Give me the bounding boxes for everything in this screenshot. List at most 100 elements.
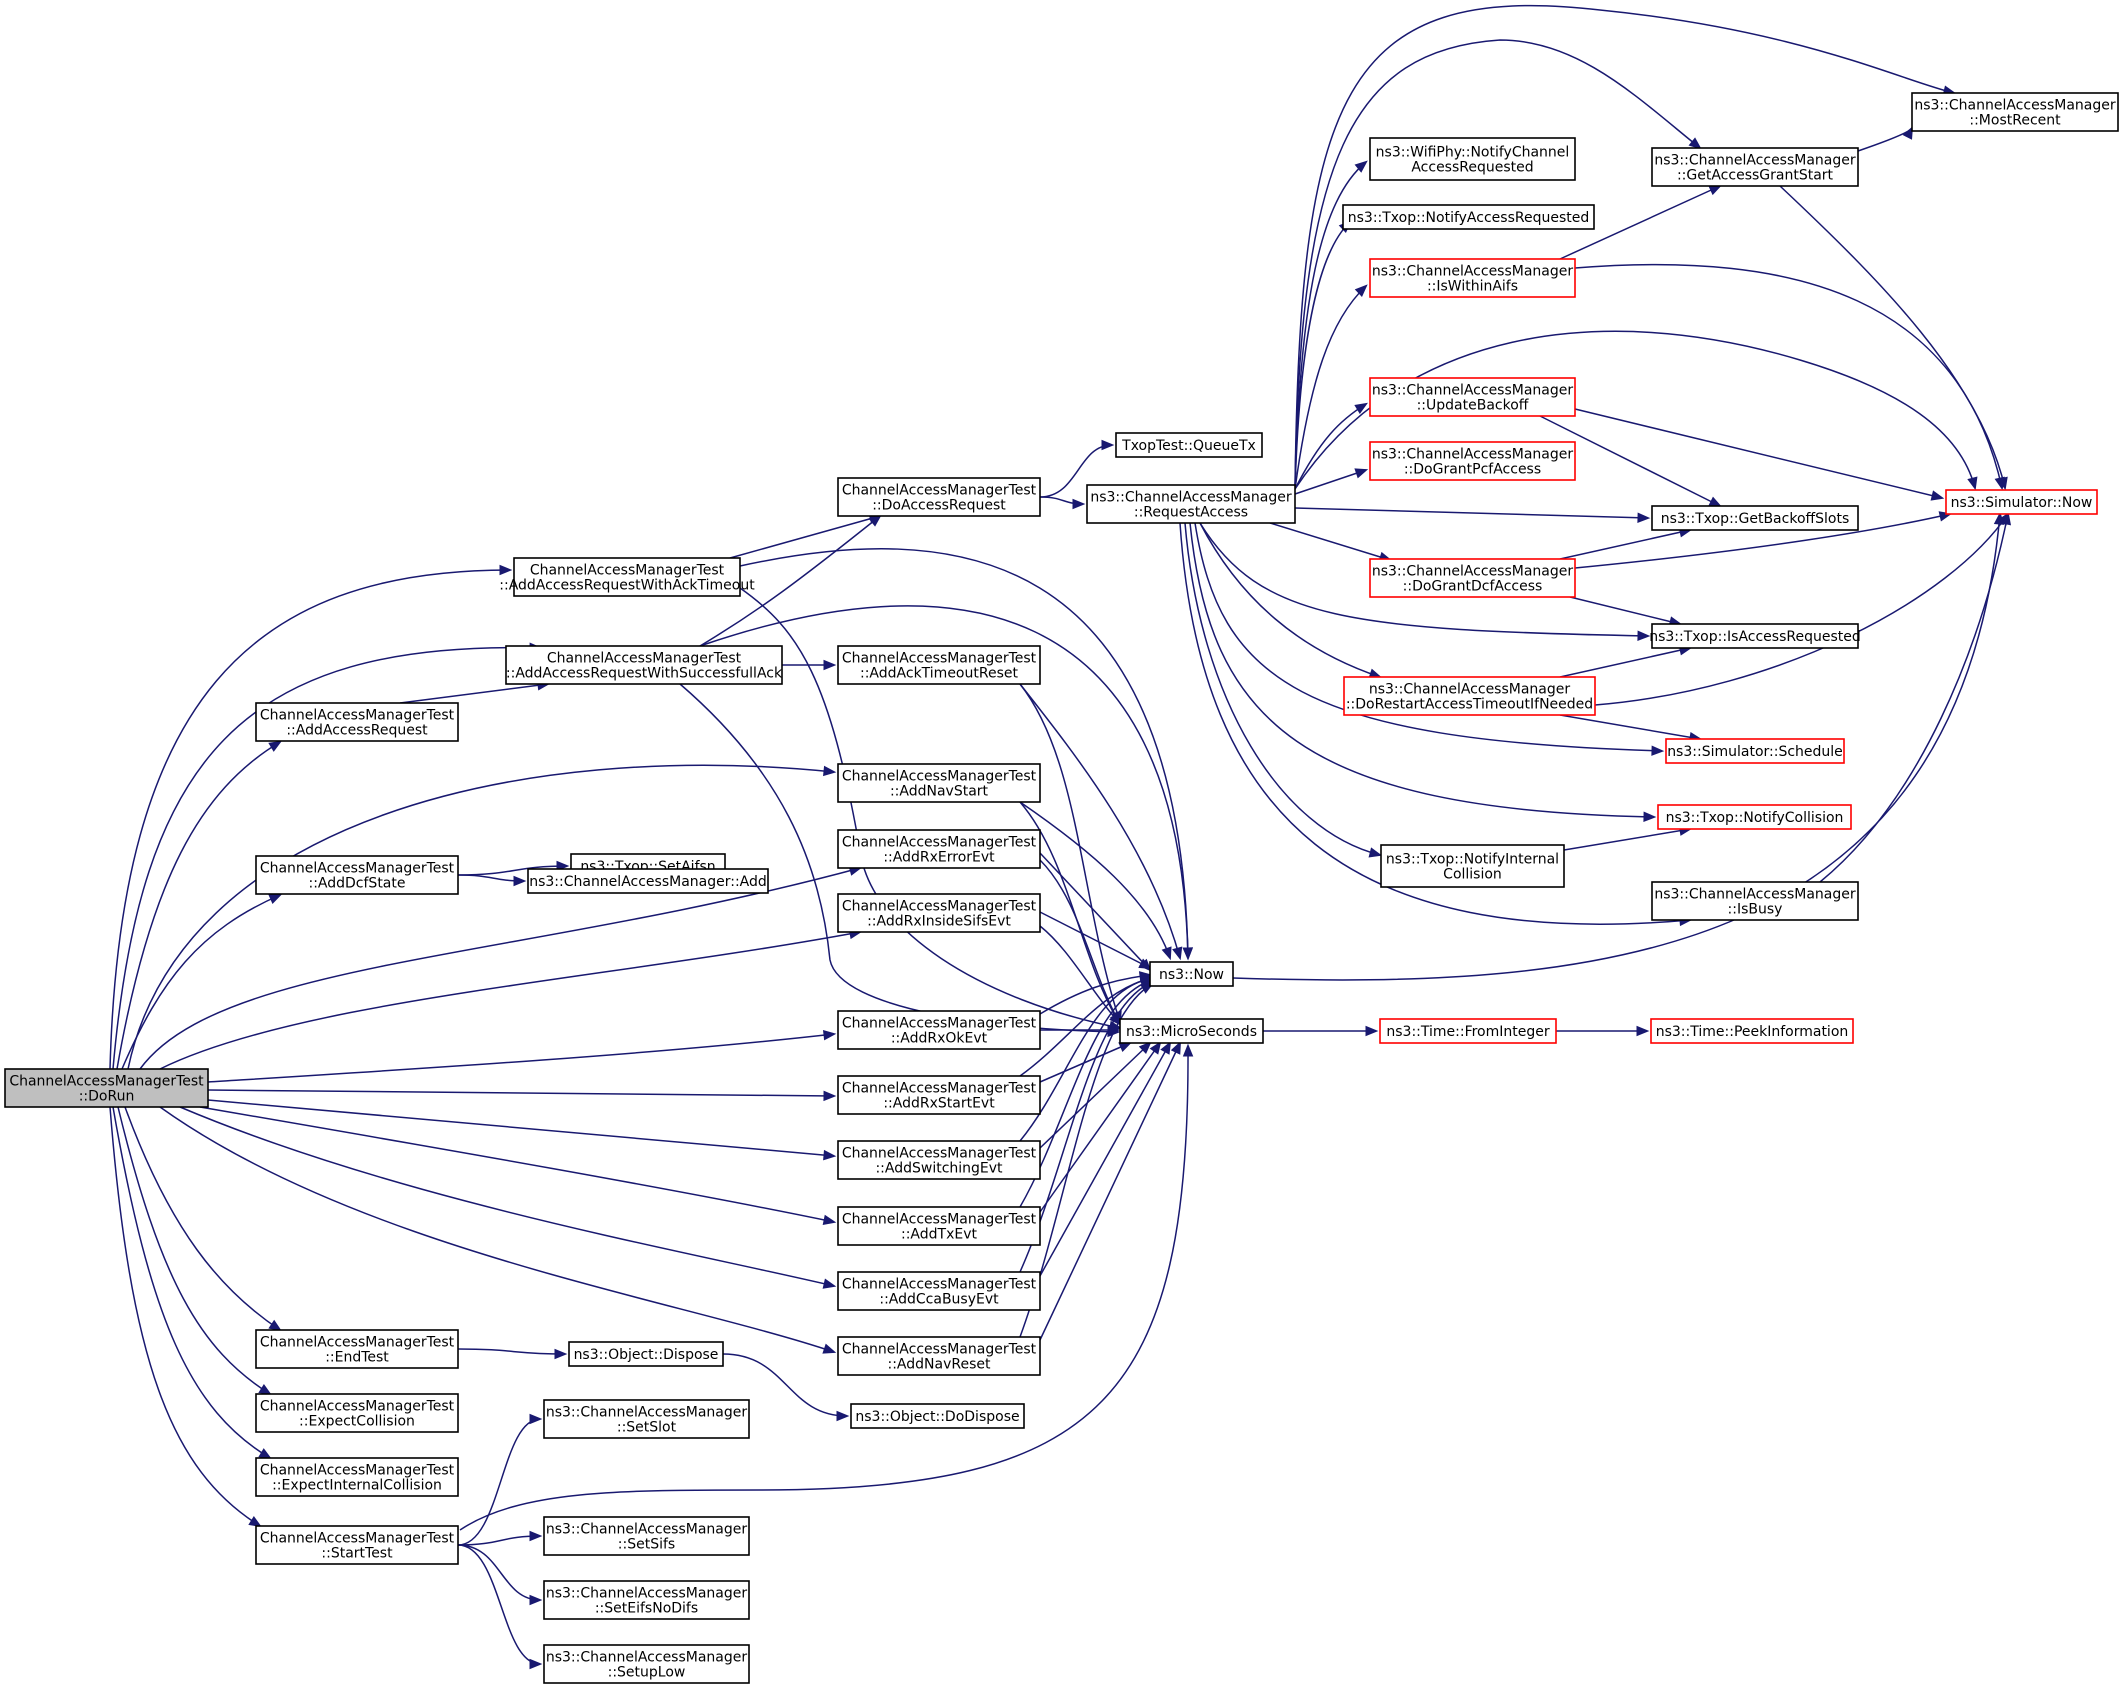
call-edge	[457, 1530, 543, 1546]
node-label-line: ns3::ChannelAccessManager	[546, 1586, 748, 1602]
node-do-access-request[interactable]: ChannelAccessManagerTest::DoAccessReques…	[837, 477, 1041, 517]
node-now[interactable]: ns3::Now	[1149, 961, 1234, 987]
node-label-line: ::UpdateBackoff	[1417, 398, 1529, 414]
node-set-slot[interactable]: ns3::ChannelAccessManager::SetSlot	[543, 1399, 750, 1439]
node-setup-low[interactable]: ns3::ChannelAccessManager::SetupLow	[543, 1644, 750, 1684]
node-notify-access-requested[interactable]: ns3::Txop::NotifyAccessRequested	[1342, 204, 1595, 230]
node-queue-tx[interactable]: TxopTest::QueueTx	[1115, 432, 1263, 458]
node-update-backoff[interactable]: ns3::ChannelAccessManager::UpdateBackoff	[1369, 377, 1576, 417]
node-peek-information[interactable]: ns3::Time::PeekInformation	[1650, 1018, 1854, 1044]
node-get-access-grant-start[interactable]: ns3::ChannelAccessManager::GetAccessGran…	[1651, 147, 1859, 187]
node-add-rx-start-evt[interactable]: ChannelAccessManagerTest::AddRxStartEvt	[837, 1075, 1041, 1115]
arrowhead	[822, 1343, 837, 1354]
node-cam-add[interactable]: ns3::ChannelAccessManager::Add	[527, 868, 769, 894]
call-edge	[1019, 683, 1183, 961]
node-label-line: ChannelAccessManagerTest	[260, 1463, 455, 1479]
arrowhead	[1182, 1043, 1194, 1057]
node-label-line: ns3::Time::PeekInformation	[1656, 1024, 1849, 1040]
arrowhead	[1172, 946, 1183, 961]
node-label-line: ChannelAccessManagerTest	[260, 1531, 455, 1547]
node-sim-now[interactable]: ns3::Simulator::Now	[1945, 489, 2098, 515]
node-from-integer[interactable]: ns3::Time::FromInteger	[1379, 1018, 1557, 1044]
node-label-line: ::AddDcfState	[308, 876, 405, 892]
node-add-rx-error-evt[interactable]: ChannelAccessManagerTest::AddRxErrorEvt	[837, 829, 1041, 869]
call-edge	[1574, 263, 2005, 491]
call-edge	[1559, 527, 1693, 560]
node-sim-schedule[interactable]: ns3::Simulator::Schedule	[1665, 738, 1845, 764]
node-label-line: ns3::ChannelAccessManager	[1654, 887, 1856, 903]
node-label-line: ChannelAccessManagerTest	[842, 1146, 1037, 1162]
call-edge	[1594, 512, 2010, 706]
arrowhead	[1636, 1025, 1650, 1037]
node-label-line: ::IsBusy	[1728, 902, 1783, 918]
node-label-line: ::MostRecent	[1969, 113, 2061, 129]
node-request-access[interactable]: ns3::ChannelAccessManager::RequestAccess	[1086, 484, 1296, 524]
call-edge	[1019, 801, 1172, 961]
call-edge	[1294, 468, 1369, 495]
call-edge	[1039, 852, 1152, 972]
node-add-ack-timeout-reset[interactable]: ChannelAccessManagerTest::AddAckTimeoutR…	[837, 645, 1041, 685]
node-label-line: ::SetSifs	[618, 1537, 675, 1553]
node-get-backoff-slots[interactable]: ns3::Txop::GetBackoffSlots	[1651, 505, 1859, 531]
node-add-switching-evt[interactable]: ChannelAccessManagerTest::AddSwitchingEv…	[837, 1140, 1041, 1180]
node-start-test[interactable]: ChannelAccessManagerTest::StartTest	[255, 1525, 459, 1565]
node-label-line: ::DoAccessRequest	[872, 498, 1006, 514]
call-edge	[1232, 511, 2005, 981]
node-label-line: ::AddNavStart	[890, 784, 989, 800]
node-is-busy[interactable]: ns3::ChannelAccessManager::IsBusy	[1651, 881, 1859, 921]
arrowhead	[248, 1515, 262, 1528]
node-label-line: ns3::ChannelAccessManager	[1372, 383, 1574, 399]
node-add-tx-evt[interactable]: ChannelAccessManagerTest::AddTxEvt	[837, 1206, 1041, 1246]
node-add-cca-busy-evt[interactable]: ChannelAccessManagerTest::AddCcaBusyEvt	[837, 1271, 1041, 1311]
node-label-line: ::SetupLow	[608, 1665, 686, 1681]
arrowhead	[499, 564, 513, 576]
node-micro-seconds[interactable]: ns3::MicroSeconds	[1119, 1018, 1264, 1044]
node-set-eifs[interactable]: ns3::ChannelAccessManager::SetEifsNoDifs	[543, 1580, 750, 1620]
node-label-line: Collision	[1443, 867, 1502, 883]
node-label-line: ns3::Time::FromInteger	[1386, 1024, 1549, 1040]
node-add-access-request-with-successfull-ack[interactable]: ChannelAccessManagerTest::AddAccessReque…	[505, 645, 783, 685]
node-label-line: ::DoGrantDcfAccess	[1403, 579, 1543, 595]
node-label-line: ::AddSwitchingEvt	[875, 1161, 1003, 1177]
node-add-access-request-with-ack-timeout[interactable]: ChannelAccessManagerTest::AddAccessReque…	[499, 557, 755, 597]
arrowhead	[529, 1413, 543, 1425]
node-end-test[interactable]: ChannelAccessManagerTest::EndTest	[255, 1329, 459, 1369]
call-edge	[1039, 1041, 1162, 1213]
node-do-grant-dcf-access[interactable]: ns3::ChannelAccessManager::DoGrantDcfAcc…	[1369, 558, 1576, 598]
node-obj-dispose[interactable]: ns3::Object::Dispose	[568, 1341, 724, 1367]
node-label-line: ::IsWithinAifs	[1427, 279, 1518, 295]
node-expect-collision[interactable]: ChannelAccessManagerTest::ExpectCollisio…	[255, 1393, 459, 1433]
node-is-access-requested[interactable]: ns3::Txop::IsAccessRequested	[1649, 623, 1861, 649]
node-label-line: ChannelAccessManagerTest	[9, 1074, 204, 1090]
call-edge	[207, 1029, 837, 1083]
node-label-line: ns3::ChannelAccessManager	[1372, 264, 1574, 280]
arrowhead	[554, 1348, 568, 1360]
node-most-recent[interactable]: ns3::ChannelAccessManager::MostRecent	[1911, 92, 2119, 132]
node-label-line: ChannelAccessManagerTest	[842, 769, 1037, 785]
node-add-rx-ok-evt[interactable]: ChannelAccessManagerTest::AddRxOkEvt	[837, 1010, 1041, 1050]
node-do-restart-access-timeout[interactable]: ns3::ChannelAccessManager::DoRestartAcce…	[1343, 676, 1596, 716]
node-obj-do-dispose[interactable]: ns3::Object::DoDispose	[850, 1403, 1025, 1429]
node-add-access-request[interactable]: ChannelAccessManagerTest::AddAccessReque…	[255, 702, 459, 742]
arrowhead	[823, 659, 837, 671]
node-label-line: ::DoGrantPcfAccess	[1404, 462, 1541, 478]
call-edge	[139, 865, 863, 1070]
node-label-line: ::DoRun	[79, 1089, 135, 1105]
node-notify-collision[interactable]: ns3::Txop::NotifyCollision	[1657, 804, 1852, 830]
node-notify-channel-access-requested[interactable]: ns3::WifiPhy::NotifyChannelAccessRequest…	[1369, 137, 1576, 181]
node-expect-internal-collision[interactable]: ChannelAccessManagerTest::ExpectInternal…	[255, 1457, 459, 1497]
node-do-grant-pcf-access[interactable]: ns3::ChannelAccessManager::DoGrantPcfAcc…	[1369, 441, 1576, 481]
node-label-line: ns3::MicroSeconds	[1126, 1024, 1257, 1040]
arrowhead	[1708, 496, 1723, 508]
node-is-within-aifs[interactable]: ns3::ChannelAccessManager::IsWithinAifs	[1369, 258, 1576, 298]
node-add-rx-inside-sifs-evt[interactable]: ChannelAccessManagerTest::AddRxInsideSif…	[837, 893, 1041, 933]
node-add-nav-reset[interactable]: ChannelAccessManagerTest::AddNavReset	[837, 1336, 1041, 1376]
node-dorun[interactable]: ChannelAccessManagerTest::DoRun	[4, 1068, 209, 1108]
node-add-dcf-state[interactable]: ChannelAccessManagerTest::AddDcfState	[255, 855, 459, 895]
call-edge	[1039, 1041, 1152, 1149]
node-add-nav-start[interactable]: ChannelAccessManagerTest::AddNavStart	[837, 763, 1041, 803]
call-edge	[1559, 645, 1693, 678]
node-set-sifs[interactable]: ns3::ChannelAccessManager::SetSifs	[543, 1516, 750, 1556]
